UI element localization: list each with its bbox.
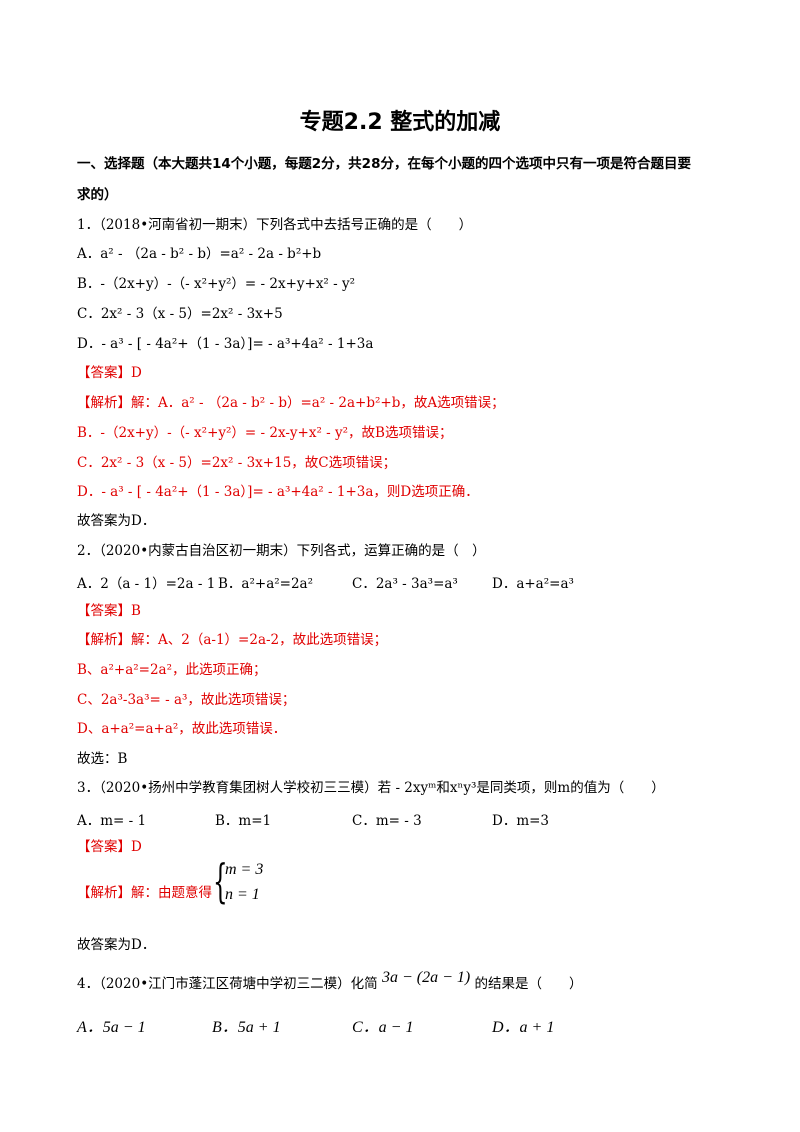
question-3-stem: 3．（2020•扬州中学教育集团树人学校初三三模）若 - 2xyᵐ和xⁿy³是同… <box>77 780 665 796</box>
section-heading-cont: 求的） <box>77 187 118 203</box>
brace-symbol: { <box>213 854 228 908</box>
question-3-option-b: B．m=1 <box>215 813 272 829</box>
question-2-stem: 2．（2020•内蒙古自治区初一期末）下列各式，运算正确的是（ ） <box>77 543 486 559</box>
question-4-option-d: D．a + 1 <box>492 1019 555 1036</box>
question-1-analysis-line: 【解析】解：A．a² - （2a - b² - b）=a² - 2a+b²+b，… <box>77 395 505 411</box>
question-2-option-c: C．2a³ - 3a³=a³ <box>352 576 458 592</box>
question-1-answer: 【答案】D <box>77 365 142 381</box>
question-2-analysis-line: 【解析】解：A、2（a-1）=2a-2，故此选项错误； <box>77 632 388 648</box>
question-2-analysis-line: D、a+a²=a+a²，故此选项错误． <box>77 721 287 737</box>
equation-line: m = 3 <box>225 861 264 878</box>
question-3-conclusion: 故答案为D． <box>77 937 156 953</box>
page-title: 专题2.2 整式的加减 <box>299 110 501 135</box>
question-1-analysis-line: B．-（2x+y）-（- x²+y²）= - 2x-y+x² - y²，故B选项… <box>77 425 453 441</box>
question-4-option-c: C．a − 1 <box>352 1019 414 1036</box>
section-heading: 一、选择题（本大题共14个小题，每题2分，共28分，在每个小题的四个选项中只有一… <box>77 156 691 172</box>
question-1-conclusion: 故答案为D． <box>77 513 156 529</box>
question-2-analysis-line: B、a²+a²=2a²，此选项正确； <box>77 662 267 678</box>
question-1-option-b: B．-（2x+y）-（- x²+y²）= - 2x+y+x² - y² <box>77 276 356 292</box>
equation-system: { m = 3 n = 1 <box>213 858 273 908</box>
question-1-stem: 1．（2018•河南省初一期末）下列各式中去括号正确的是（ ） <box>77 217 473 233</box>
question-2-analysis-line: C、2a³-3a³= - a³，故此选项错误； <box>77 692 296 708</box>
question-3-option-c: C．m= - 3 <box>352 813 422 829</box>
question-3-analysis-prefix: 【解析】解：由题意得 <box>77 885 212 901</box>
question-2-option-b: B．a²+a²=2a² <box>218 576 314 592</box>
question-3-option-a: A．m= - 1 <box>77 813 147 829</box>
question-4-option-b: B．5a + 1 <box>212 1019 281 1036</box>
question-1-option-d: D．- a³ - [ - 4a²+（1 - 3a）]= - a³+4a² - 1… <box>77 336 374 352</box>
question-4-stem-suffix: 的结果是（ ） <box>474 976 583 992</box>
question-1-option-a: A．a² - （2a - b² - b）=a² - 2a - b²+b <box>77 246 322 262</box>
question-4-option-a: A．5a − 1 <box>77 1019 146 1036</box>
question-2-option-a: A．2（a - 1）=2a - 1 <box>77 576 216 592</box>
question-3-answer: 【答案】D <box>77 839 142 855</box>
question-1-option-c: C．2x² - 3（x - 5）=2x² - 3x+5 <box>77 306 283 322</box>
question-4-stem: 4．（2020•江门市蓬江区荷塘中学初三二模）化简 3a − (2a − 1) … <box>77 969 583 993</box>
question-2-option-d: D．a+a²=a³ <box>492 576 574 592</box>
question-4-stem-prefix: 4．（2020•江门市蓬江区荷塘中学初三二模）化简 <box>77 976 378 992</box>
question-2-answer: 【答案】B <box>77 603 141 619</box>
question-1-analysis-line: D．- a³ - [ - 4a²+（1 - 3a）]= - a³+4a² - 1… <box>77 484 479 500</box>
question-3-option-d: D．m=3 <box>492 813 550 829</box>
equation-line: n = 1 <box>225 886 260 903</box>
question-4-expression: 3a − (2a − 1) <box>381 969 471 986</box>
question-1-analysis-line: C．2x² - 3（x - 5）=2x² - 3x+15，故C选项错误； <box>77 455 397 471</box>
question-2-conclusion: 故选：B <box>77 751 128 767</box>
